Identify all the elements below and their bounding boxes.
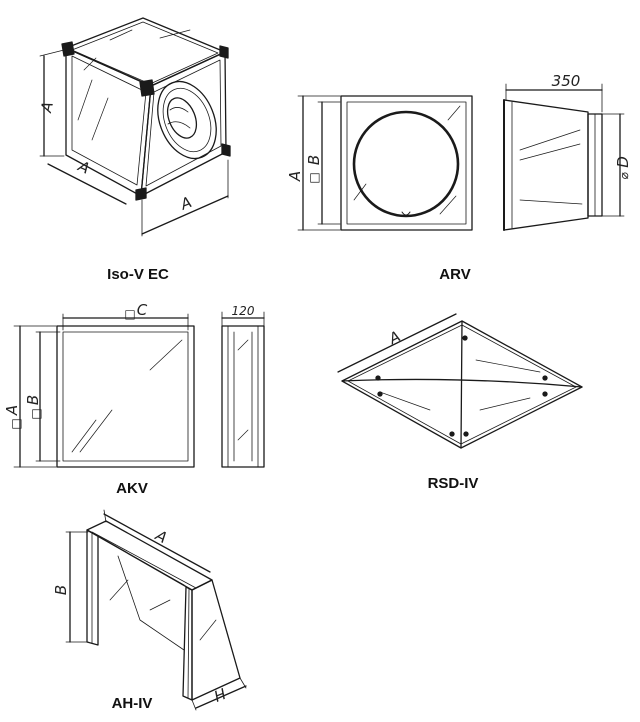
ah-iv-drawing bbox=[66, 510, 246, 710]
akv-dim-b: B bbox=[24, 395, 42, 405]
arv-dim-b: B bbox=[305, 155, 323, 165]
ah-iv-dim-h: H bbox=[212, 685, 229, 706]
iso-v-ec-dim-a-vertical: A bbox=[37, 100, 57, 115]
akv-dim-a: A bbox=[3, 405, 21, 416]
iso-v-ec-drawing bbox=[40, 18, 230, 236]
arv-dim-d: D bbox=[614, 156, 632, 168]
iso-v-ec-dim-a-right: A bbox=[177, 193, 194, 214]
ah-iv-dim-b: B bbox=[52, 585, 70, 595]
ah-iv-dim-a: A bbox=[152, 526, 170, 547]
caption-ah-iv: AH-IV bbox=[111, 695, 153, 712]
arv-dim-350: 350 bbox=[552, 72, 581, 90]
arv-front-drawing bbox=[298, 96, 472, 230]
akv-dim-c: C bbox=[137, 301, 148, 319]
akv-dim-a-square: □ bbox=[9, 418, 23, 429]
caption-akv: AKV bbox=[116, 480, 148, 497]
akv-front-drawing bbox=[14, 314, 194, 467]
caption-iso-v-ec: Iso-V EC bbox=[107, 266, 169, 283]
caption-rsd-iv: RSD-IV bbox=[427, 475, 479, 492]
caption-arv: ARV bbox=[439, 266, 471, 283]
akv-dim-120: 120 bbox=[232, 304, 255, 318]
arv-dim-d-diameter: ⌀ bbox=[617, 172, 631, 180]
iso-v-ec-dim-a-left: A bbox=[75, 157, 93, 178]
rsd-iv-drawing bbox=[338, 314, 582, 448]
akv-dim-b-square: □ bbox=[29, 408, 43, 419]
rsd-iv-dim-a: A bbox=[385, 327, 403, 348]
arv-side-drawing bbox=[504, 84, 624, 230]
arv-dim-a-square: □ bbox=[307, 172, 321, 183]
akv-side-drawing bbox=[222, 312, 264, 467]
akv-dim-c-square: □ bbox=[124, 307, 135, 321]
arv-dim-a: A bbox=[286, 171, 304, 182]
